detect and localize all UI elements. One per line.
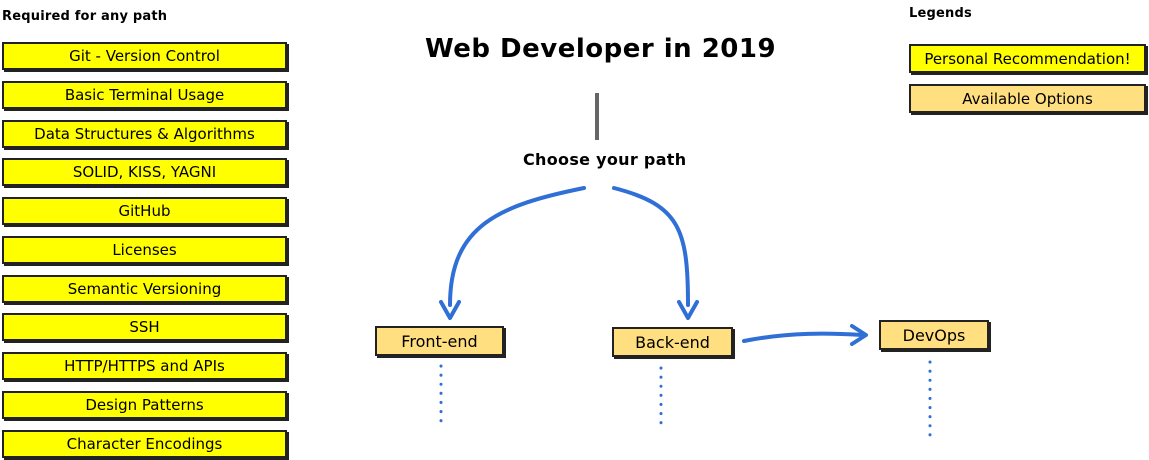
- arrowhead-devops: [850, 324, 868, 346]
- path-frontend[interactable]: Front-end: [375, 326, 504, 356]
- required-heading: Required for any path: [2, 9, 168, 24]
- required-item-solid[interactable]: SOLID, KISS, YAGNI: [2, 158, 287, 186]
- arrowhead-frontend: [439, 300, 461, 320]
- arrow-to-frontend: [448, 186, 586, 307]
- arrow-to-backend: [612, 186, 690, 307]
- required-item-github[interactable]: GitHub: [2, 197, 287, 225]
- arrowhead-backend: [677, 300, 699, 320]
- legend-heading: Legends: [909, 6, 972, 21]
- required-item-semver[interactable]: Semantic Versioning: [2, 275, 287, 303]
- required-item-http[interactable]: HTTP/HTTPS and APIs: [2, 352, 287, 380]
- required-item-git[interactable]: Git - Version Control: [2, 42, 287, 70]
- required-item-data-structures[interactable]: Data Structures & Algorithms: [2, 120, 287, 148]
- required-item-ssh[interactable]: SSH: [2, 313, 287, 341]
- arrow-to-devops: [742, 331, 864, 343]
- path-devops[interactable]: DevOps: [879, 320, 989, 350]
- required-item-design-patterns[interactable]: Design Patterns: [2, 391, 287, 419]
- path-backend[interactable]: Back-end: [612, 327, 733, 357]
- page-title: Web Developer in 2019: [425, 34, 777, 64]
- legend-available-options: Available Options: [909, 84, 1146, 113]
- required-item-terminal[interactable]: Basic Terminal Usage: [2, 81, 287, 109]
- legend-personal-recommendation: Personal Recommendation!: [909, 44, 1146, 73]
- required-item-encodings[interactable]: Character Encodings: [2, 430, 287, 458]
- choose-path-label: Choose your path: [523, 150, 687, 169]
- required-item-licenses[interactable]: Licenses: [2, 236, 287, 264]
